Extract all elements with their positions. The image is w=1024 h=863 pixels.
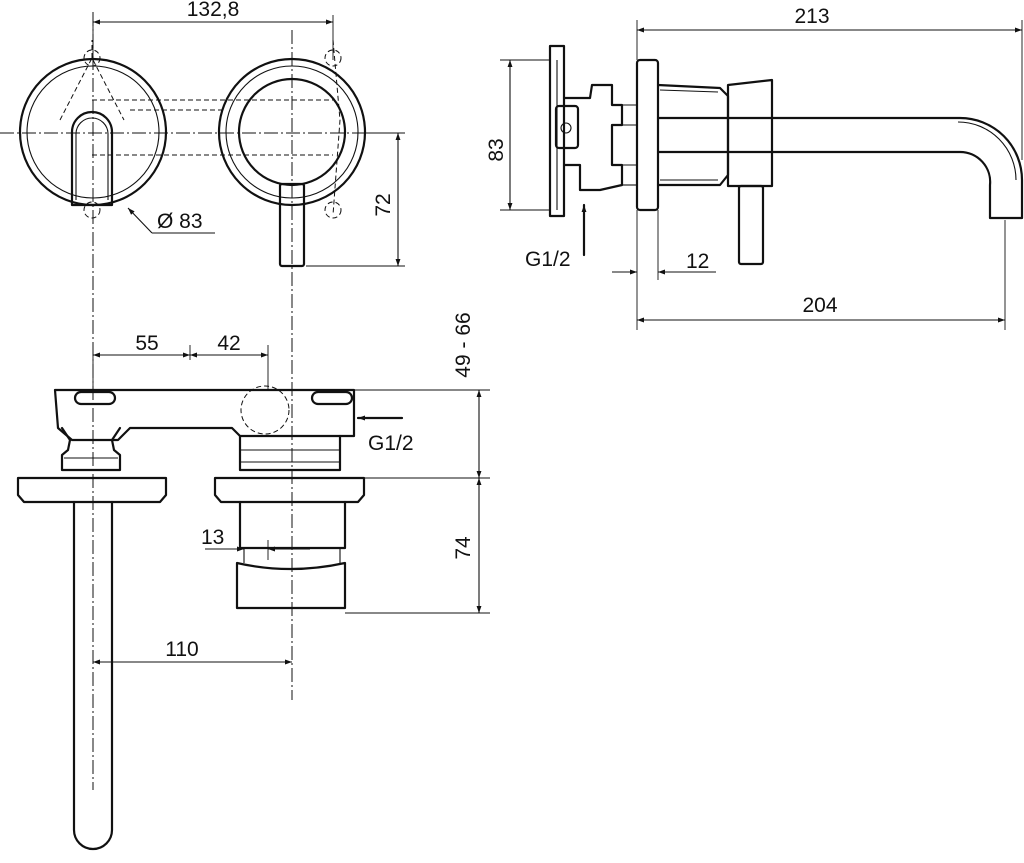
plan-view: 55 42 49 - 66 74 G1/2 13 110 [16,312,490,851]
dim-spacing-42: 42 [217,332,240,355]
dim-height-74: 74 [452,536,475,560]
spout-plan [72,500,114,851]
thread-label-plan: G1/2 [368,432,414,455]
dim-spout-110: 110 [165,638,198,661]
dim-height-83: 83 [485,138,508,161]
escutcheon-right [213,476,366,504]
side-view: 213 83 G1/2 12 204 [485,5,1024,330]
front-view: 132,8 Ø 83 72 [0,0,405,790]
hidden-mounting-box [59,39,342,219]
escutcheon-left [16,476,168,504]
spout [656,116,1024,220]
dim-offset-12: 12 [686,250,709,273]
dim-depth-213: 213 [794,5,829,28]
dim-width-13: 13 [201,526,224,549]
dim-width-total: 132,8 [187,0,240,21]
handle-rosette [217,57,367,268]
dim-diameter: Ø 83 [157,210,203,233]
side-handle [726,78,774,188]
dim-reach-204: 204 [802,294,837,317]
dim-height-72: 72 [372,193,395,216]
thread-label-side: G1/2 [525,248,571,271]
dim-range-49-66: 49 - 66 [452,312,475,377]
dim-spacing-55: 55 [135,332,158,355]
